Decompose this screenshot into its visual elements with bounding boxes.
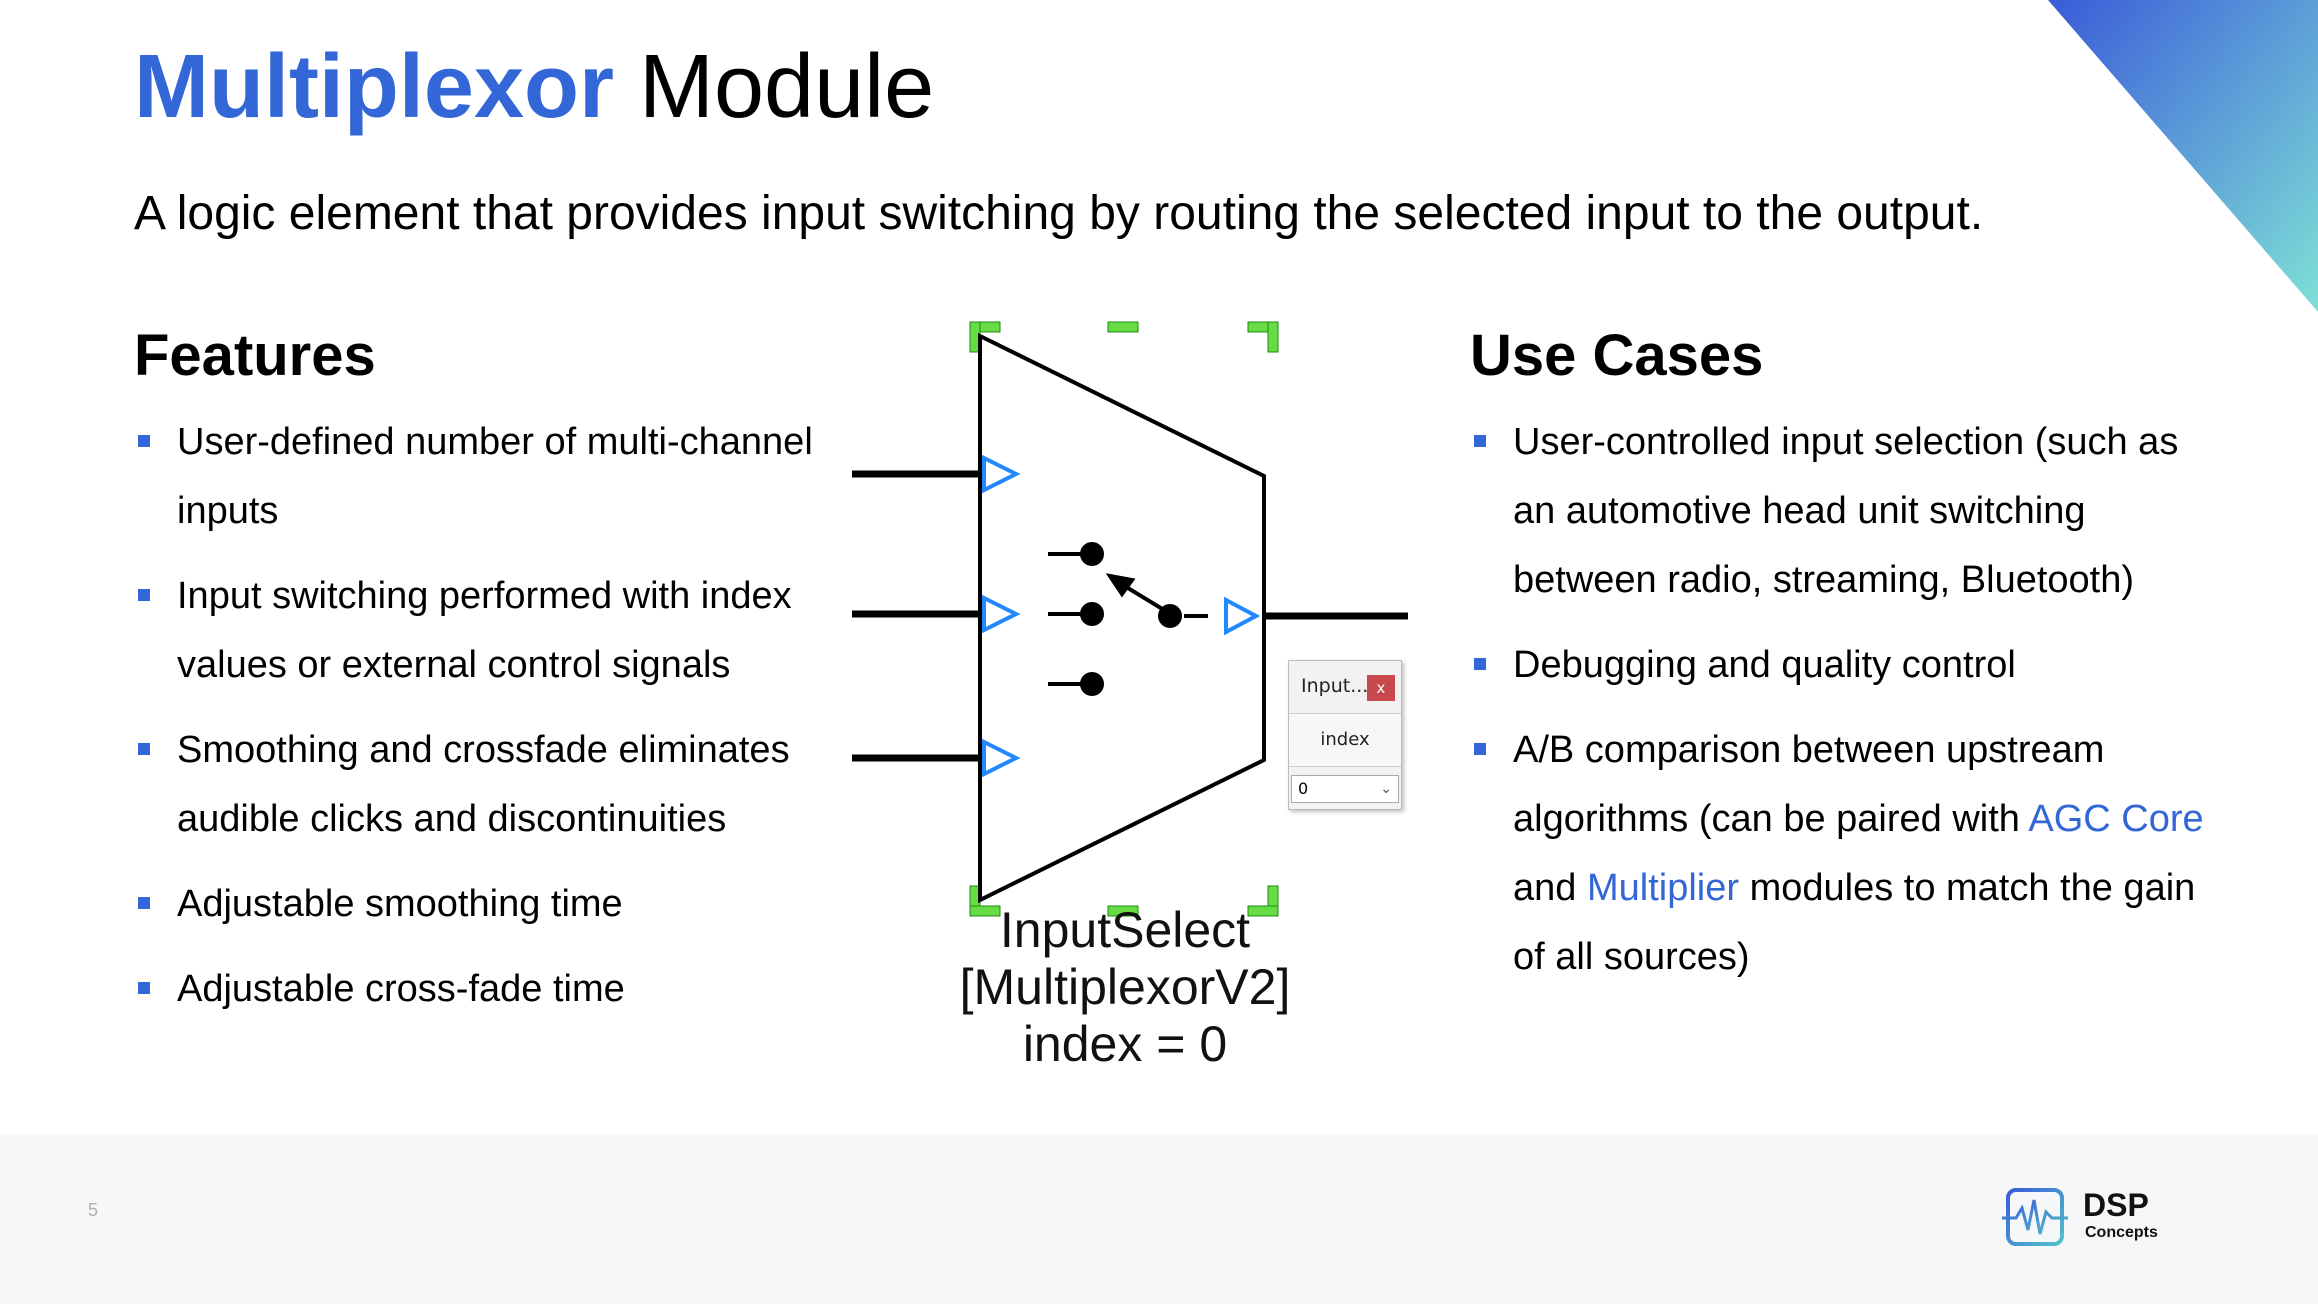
bullet-icon — [138, 589, 150, 601]
index-select[interactable]: 0⌄ — [1291, 775, 1399, 803]
features-list: User-defined number of multi-channel inp… — [134, 408, 834, 1040]
input-wires — [852, 470, 980, 762]
feature-item: User-defined number of multi-channel inp… — [134, 408, 834, 546]
selection-handles — [969, 321, 1279, 917]
feature-item: Adjustable smoothing time — [134, 870, 834, 939]
feature-item: Smoothing and crossfade eliminates audib… — [134, 716, 834, 854]
use-cases-heading: Use Cases — [1470, 323, 1764, 388]
popup-field-label: index — [1289, 713, 1401, 767]
module-name: InputSelect — [999, 902, 1251, 958]
features-heading: Features — [134, 323, 376, 388]
chevron-down-icon: ⌄ — [1380, 781, 1392, 797]
title-accent: Multiplexor — [134, 37, 615, 137]
footer-band — [0, 1134, 2318, 1304]
inspector-popup[interactable]: Input... x index 0⌄ — [1288, 660, 1402, 810]
subtitle: A logic element that provides input swit… — [134, 187, 1984, 240]
feature-text: Adjustable cross-fade time — [177, 968, 625, 1010]
feature-text: Input switching performed with index val… — [177, 575, 792, 686]
bullet-icon — [138, 982, 150, 994]
diagram-label: InputSelect [MultiplexorV2] index = 0 — [900, 902, 1350, 1073]
logo-text-secondary: Concepts — [2085, 1224, 2158, 1241]
use-case-text: User-controlled input selection (such as… — [1513, 421, 2179, 601]
module-type: [MultiplexorV2] — [959, 959, 1291, 1015]
feature-text: Adjustable smoothing time — [177, 883, 623, 925]
dsp-logo-icon — [2002, 1188, 2068, 1246]
input-port-icons — [982, 454, 1021, 778]
bullet-icon — [138, 435, 150, 447]
use-case-item: User-controlled input selection (such as… — [1470, 408, 2230, 615]
switch-symbol-icon — [1048, 542, 1208, 696]
module-index: index = 0 — [1022, 1016, 1228, 1072]
feature-text: User-defined number of multi-channel inp… — [177, 421, 813, 532]
index-select-value: 0 — [1298, 779, 1309, 798]
bullet-icon — [138, 897, 150, 909]
bullet-icon — [1474, 658, 1486, 670]
title-rest: Module — [614, 37, 935, 137]
popup-title: Input... — [1301, 675, 1369, 697]
multiplier-link[interactable]: Multiplier — [1586, 867, 1740, 909]
corner-decoration — [2048, 0, 2318, 312]
bullet-icon — [1474, 435, 1486, 447]
feature-item: Input switching performed with index val… — [134, 562, 834, 700]
use-cases-list: User-controlled input selection (such as… — [1470, 408, 2230, 1008]
output-port-icon — [1224, 596, 1261, 636]
use-case-text: A/B comparison between upstream algorith… — [1513, 729, 2204, 978]
feature-text: Smoothing and crossfade eliminates audib… — [177, 729, 790, 840]
use-case-item: Debugging and quality control — [1470, 631, 2230, 700]
page-title: Multiplexor Module — [134, 38, 934, 137]
agc-core-link[interactable]: AGC Core — [2028, 798, 2204, 840]
use-case-text: Debugging and quality control — [1513, 644, 2016, 686]
mux-body — [978, 332, 1266, 904]
multiplexor-diagram — [852, 321, 1408, 917]
bullet-icon — [1474, 743, 1486, 755]
logo-text-primary: DSP — [2083, 1187, 2149, 1223]
use-case-item: A/B comparison between upstream algorith… — [1470, 716, 2230, 992]
close-icon[interactable]: x — [1367, 675, 1395, 701]
page-number: 5 — [88, 1200, 99, 1220]
bullet-icon — [138, 743, 150, 755]
feature-item: Adjustable cross-fade time — [134, 955, 834, 1024]
